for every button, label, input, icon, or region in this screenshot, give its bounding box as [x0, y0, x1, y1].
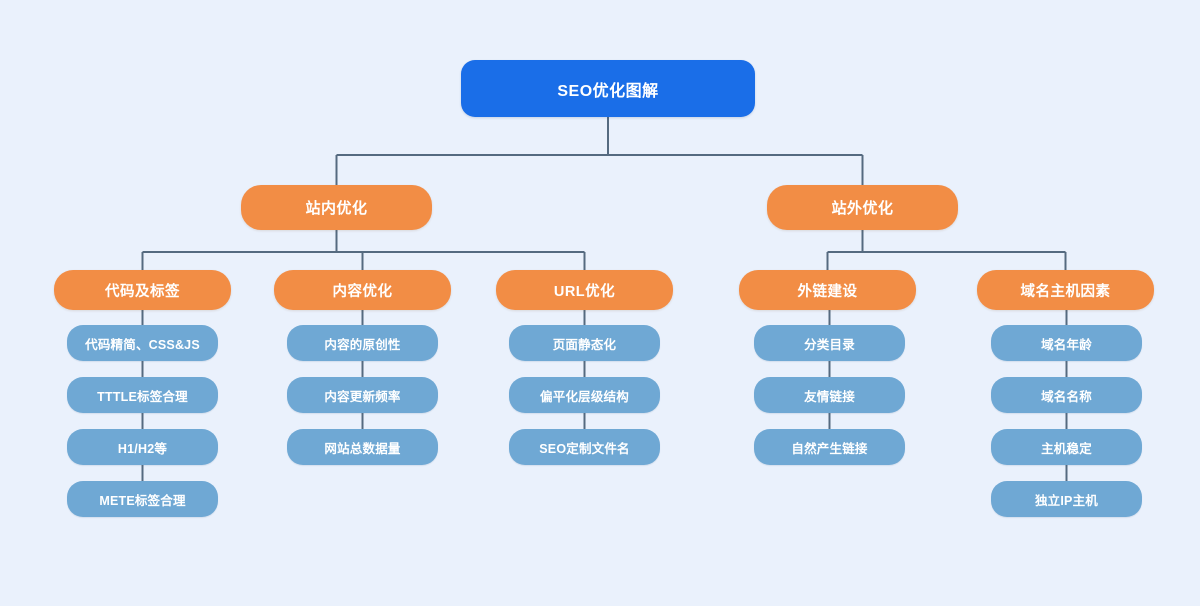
node-category-0-1[interactable]: 内容优化: [274, 270, 451, 310]
node-leaf-1-1-0[interactable]: 域名年龄: [991, 325, 1142, 361]
node-leaf-1-1-2[interactable]: 主机稳定: [991, 429, 1142, 465]
node-leaf-0-1-2[interactable]: 网站总数据量: [287, 429, 438, 465]
node-branch-1[interactable]: 站外优化: [767, 185, 958, 230]
node-leaf-0-0-3[interactable]: METE标签合理: [67, 481, 218, 517]
node-leaf-0-2-0[interactable]: 页面静态化: [509, 325, 660, 361]
node-category-0-2[interactable]: URL优化: [496, 270, 673, 310]
node-category-0-0[interactable]: 代码及标签: [54, 270, 231, 310]
node-leaf-0-0-1[interactable]: TTTLE标签合理: [67, 377, 218, 413]
node-leaf-1-1-1[interactable]: 域名名称: [991, 377, 1142, 413]
node-leaf-1-1-3[interactable]: 独立IP主机: [991, 481, 1142, 517]
node-leaf-0-1-1[interactable]: 内容更新频率: [287, 377, 438, 413]
node-leaf-0-2-1[interactable]: 偏平化层级结构: [509, 377, 660, 413]
node-leaf-1-0-0[interactable]: 分类目录: [754, 325, 905, 361]
node-leaf-1-0-1[interactable]: 友情链接: [754, 377, 905, 413]
node-branch-0[interactable]: 站内优化: [241, 185, 432, 230]
node-leaf-1-0-2[interactable]: 自然产生链接: [754, 429, 905, 465]
node-category-1-0[interactable]: 外链建设: [739, 270, 916, 310]
node-leaf-0-1-0[interactable]: 内容的原创性: [287, 325, 438, 361]
node-root[interactable]: SEO优化图解: [461, 60, 755, 117]
node-leaf-0-0-0[interactable]: 代码精简、CSS&JS: [67, 325, 218, 361]
node-leaf-0-0-2[interactable]: H1/H2等: [67, 429, 218, 465]
node-category-1-1[interactable]: 域名主机因素: [977, 270, 1154, 310]
node-leaf-0-2-2[interactable]: SEO定制文件名: [509, 429, 660, 465]
